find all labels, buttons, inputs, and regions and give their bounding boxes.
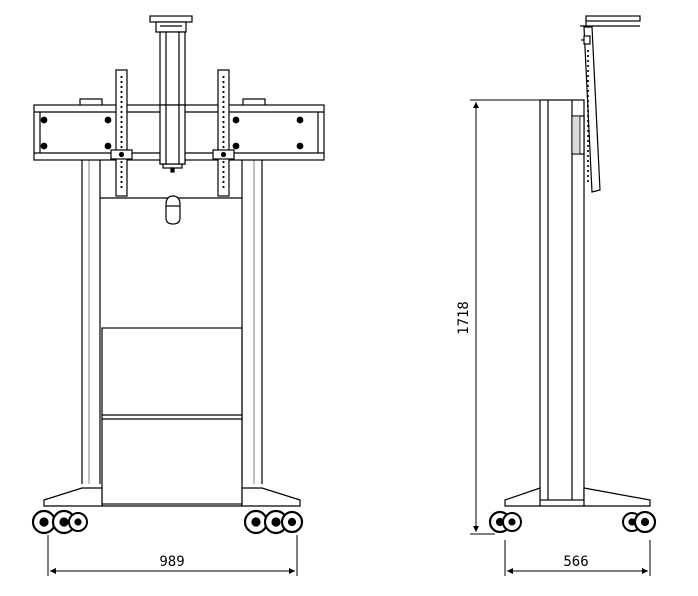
base-right-foot <box>241 487 301 507</box>
front-column-overlay <box>159 104 186 165</box>
front-caster-4 <box>243 509 269 535</box>
side-view <box>488 15 657 534</box>
right-vesa-bracket <box>212 69 235 197</box>
cable-port <box>165 195 181 225</box>
front-caster-1 <box>31 509 57 535</box>
side-height-label: 1718 <box>456 301 472 335</box>
side-depth-label: 566 <box>563 554 588 570</box>
side-height-dimension <box>470 99 540 535</box>
front-caster-5 <box>263 509 289 535</box>
side-display-mount <box>581 26 601 193</box>
side-depth-dimension <box>504 540 651 576</box>
front-width-dimension <box>47 535 298 576</box>
side-column <box>539 99 585 501</box>
side-caster-rear <box>622 510 657 534</box>
side-caster-front <box>488 510 522 534</box>
front-caster-3 <box>68 512 88 532</box>
front-caster-6 <box>280 510 304 534</box>
front-width-label: 989 <box>159 554 184 570</box>
storage-cabinet <box>101 327 243 505</box>
left-vesa-bracket <box>110 69 133 197</box>
left-upright <box>81 160 101 484</box>
side-top-plate <box>580 15 641 27</box>
side-base <box>504 487 651 507</box>
front-top-plate <box>149 15 193 33</box>
base-left-foot <box>43 487 103 507</box>
front-view <box>31 15 325 535</box>
right-upright <box>241 160 263 484</box>
